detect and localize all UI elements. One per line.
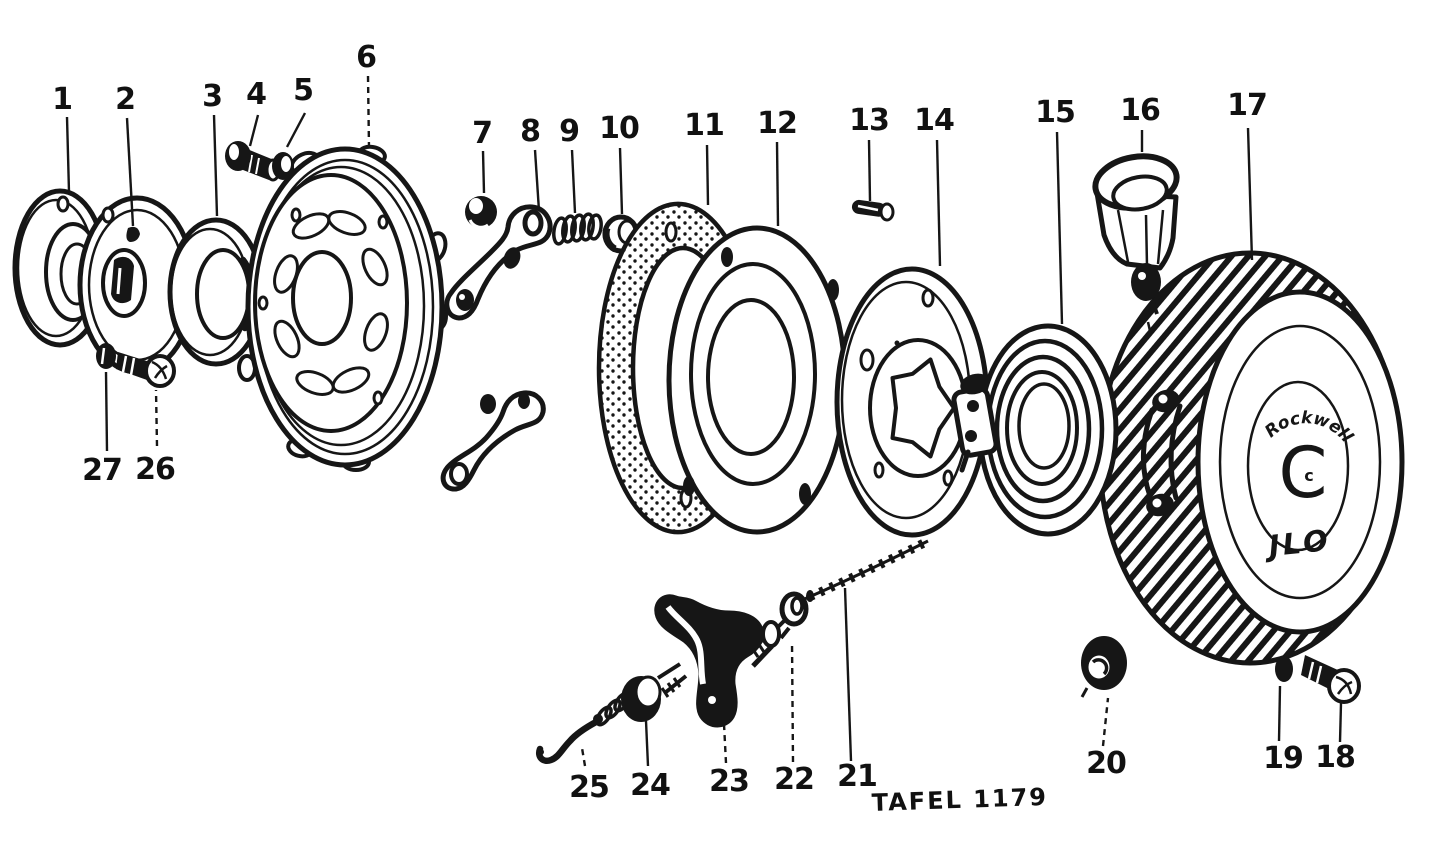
- part-26-bolt: [116, 352, 176, 388]
- part-24-ferrule: [621, 662, 688, 722]
- leader-line-4: [248, 114, 260, 147]
- pulley-ratchet-hole: [890, 357, 956, 459]
- part-8-pawl-lever: [444, 204, 553, 321]
- part-16-starter-funnel: [1092, 153, 1180, 332]
- callout-number-19: 19: [1263, 741, 1303, 776]
- disc-tab: [126, 226, 140, 242]
- part-8-pawl-lever-lower: [440, 390, 546, 492]
- callout-number-16: 16: [1120, 93, 1160, 128]
- callout-number-15: 15: [1035, 95, 1075, 130]
- part-17-starter-drum: Rockwell C c JLO: [1097, 250, 1405, 666]
- part-15-recoil-spring: [951, 323, 1119, 537]
- callout-number-6: 6: [356, 40, 376, 75]
- callout-number-27: 27: [82, 453, 122, 488]
- callout-number-13: 13: [849, 103, 889, 138]
- part-27-washer: [96, 343, 116, 369]
- callout-number-12: 12: [757, 106, 797, 141]
- part-20-nut: [1080, 636, 1127, 698]
- part-25-cable-hook: [536, 691, 631, 764]
- leader-line-2: [125, 117, 135, 227]
- callout-number-23: 23: [709, 764, 749, 799]
- housing-vent-slots: [273, 210, 389, 396]
- leader-line-11: [705, 144, 710, 206]
- drum-pawl: [1141, 389, 1183, 517]
- part-4-bolt: [225, 141, 281, 182]
- leader-line-7: [481, 150, 486, 194]
- leader-line-23: [722, 723, 728, 764]
- callout-number-25: 25: [569, 770, 609, 805]
- disc-hole: [101, 206, 115, 224]
- callout-number-17: 17: [1227, 88, 1267, 123]
- part-23-handle: [654, 594, 791, 728]
- callout-number-1: 1: [52, 82, 72, 117]
- leader-line-9: [570, 149, 577, 214]
- part-13-pin: [851, 199, 895, 222]
- drum-model-text: JLO: [1262, 523, 1332, 564]
- callout-number-8: 8: [520, 114, 540, 149]
- callout-number-10: 10: [599, 111, 639, 146]
- part-12-cover-ring: [666, 225, 848, 535]
- leader-line-5: [285, 112, 307, 148]
- callout-number-18: 18: [1315, 740, 1355, 775]
- leader-line-17: [1246, 127, 1254, 261]
- leader-line-21: [843, 587, 853, 762]
- leader-line-18: [1338, 702, 1343, 743]
- callout-number-26: 26: [135, 452, 175, 487]
- leader-line-13: [867, 139, 872, 202]
- callout-number-11: 11: [684, 108, 724, 143]
- part-19-washer: [1275, 656, 1293, 682]
- leader-line-24: [644, 720, 650, 767]
- part-9-spring: [552, 212, 603, 246]
- callout-number-7: 7: [472, 116, 492, 151]
- spring-keeper: [951, 373, 999, 473]
- leader-line-20: [1101, 697, 1110, 747]
- callout-number-20: 20: [1086, 746, 1126, 781]
- leader-line-25: [580, 747, 587, 767]
- callout-number-4: 4: [246, 77, 266, 112]
- part-18-bolt: [1301, 655, 1361, 704]
- leader-line-6: [366, 75, 371, 149]
- callout-number-14: 14: [914, 103, 954, 138]
- housing-center-hole: [291, 250, 353, 346]
- leader-line-15: [1055, 131, 1064, 325]
- callout-number-3: 3: [202, 79, 222, 114]
- part-5-nut: [272, 152, 294, 180]
- callout-number-21: 21: [837, 759, 877, 794]
- leader-line-14: [935, 139, 942, 267]
- leader-line-10: [618, 147, 624, 215]
- leader-line-1: [65, 116, 71, 193]
- callout-number-9: 9: [559, 114, 579, 149]
- part-22-washer: [779, 590, 814, 627]
- plate-label: TAFEL 1179: [871, 783, 1048, 817]
- leader-line-27: [104, 371, 109, 452]
- leader-line-8: [533, 149, 541, 212]
- part-7-knob: [465, 196, 497, 229]
- callout-number-22: 22: [774, 762, 814, 797]
- callout-number-2: 2: [115, 82, 135, 117]
- leader-line-3: [212, 114, 219, 217]
- drum-center-small-letter: c: [1304, 466, 1313, 485]
- leader-line-12: [775, 141, 780, 227]
- part-21-starter-rope: [798, 536, 931, 606]
- callout-number-24: 24: [630, 768, 670, 803]
- drum-center-letter: C: [1279, 432, 1328, 514]
- leader-line-26: [154, 389, 159, 447]
- callout-number-5: 5: [293, 73, 313, 108]
- cup-flange-hole: [56, 195, 70, 213]
- leader-line-22: [790, 641, 795, 763]
- leader-line-19: [1277, 685, 1282, 742]
- part-6-starter-housing: [237, 144, 448, 472]
